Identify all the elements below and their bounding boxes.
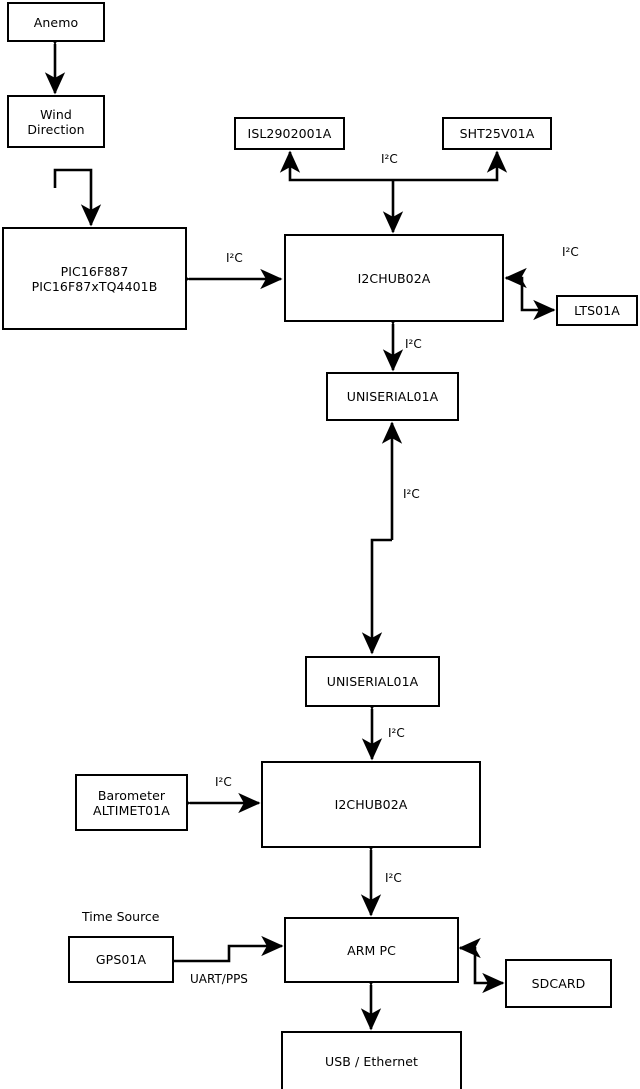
edge-label-i2c-top-bus: I²C [381, 152, 398, 166]
node-anemo-label: Anemo [33, 14, 79, 30]
node-i2chub02a-top-label: I2CHUB02A [357, 270, 431, 286]
node-arm-pc-label: ARM PC [347, 942, 396, 958]
edge-label-uart-pps: UART/PPS [190, 972, 248, 986]
node-wind-direction[interactable]: Wind Direction [7, 95, 105, 148]
node-uniserial01a-bottom-label: UNISERIAL01A [326, 674, 419, 689]
node-sht25v01a-label: SHT25V01A [459, 126, 535, 141]
node-usb-ethernet[interactable]: USB / Ethernet [281, 1031, 462, 1089]
node-isl2902001a-label: ISL2902001A [247, 126, 332, 141]
edge-wind-pic [53, 168, 102, 227]
node-anemo[interactable]: Anemo [7, 2, 105, 42]
node-gps01a[interactable]: GPS01A [68, 936, 174, 983]
edge-armpc-sdcard [460, 946, 505, 994]
edge-label-i2c-pic-hub: I²C [226, 251, 243, 265]
node-uniserial01a-top-label: UNISERIAL01A [346, 389, 439, 404]
node-i2chub02a-top[interactable]: I2CHUB02A [284, 234, 504, 322]
node-pic-mcu[interactable]: PIC16F887 PIC16F87xTQ4401B [2, 227, 187, 330]
node-gps01a-label: GPS01A [95, 952, 147, 967]
node-wind-direction-label: Wind Direction [27, 106, 85, 137]
edge-label-i2c-uniserial-uniserial: I²C [403, 487, 420, 501]
edge-hubtop-sht [393, 150, 508, 182]
edge-label-i2c-hub-uniserial: I²C [405, 337, 422, 351]
node-i2chub02a-bottom-label: I2CHUB02A [334, 797, 408, 812]
node-usb-ethernet-label: USB / Ethernet [324, 1053, 419, 1069]
node-isl2902001a[interactable]: ISL2902001A [234, 117, 345, 150]
node-lts01a-label: LTS01A [574, 303, 620, 318]
node-sdcard-label: SDCARD [531, 976, 586, 991]
node-sht25v01a[interactable]: SHT25V01A [442, 117, 552, 150]
node-i2chub02a-bottom[interactable]: I2CHUB02A [261, 761, 481, 848]
node-barometer-altimet01a[interactable]: Barometer ALTIMET01A [75, 774, 188, 831]
edge-hubtop-isl [279, 150, 393, 182]
node-barometer-altimet01a-label: Barometer ALTIMET01A [93, 787, 170, 818]
edge-label-i2c-hub2-armpc: I²C [385, 871, 402, 885]
node-sdcard[interactable]: SDCARD [505, 959, 612, 1008]
node-lts01a[interactable]: LTS01A [556, 295, 638, 326]
edge-trunk-uniserialbot [361, 538, 392, 655]
node-uniserial01a-bottom[interactable]: UNISERIAL01A [305, 656, 440, 707]
edge-hubtop-lts [506, 276, 556, 321]
node-pic-mcu-label: PIC16F887 PIC16F87xTQ4401B [31, 263, 158, 294]
label-time-source: Time Source [82, 909, 160, 924]
node-arm-pc[interactable]: ARM PC [284, 917, 459, 983]
edge-label-i2c-hub-lts: I²C [562, 245, 579, 259]
edge-gps-armpc [174, 935, 284, 963]
edge-label-i2c-barometer-hub2: I²C [215, 775, 232, 789]
node-uniserial01a-top[interactable]: UNISERIAL01A [326, 372, 459, 421]
edge-label-i2c-uniserial-hub2: I²C [388, 726, 405, 740]
